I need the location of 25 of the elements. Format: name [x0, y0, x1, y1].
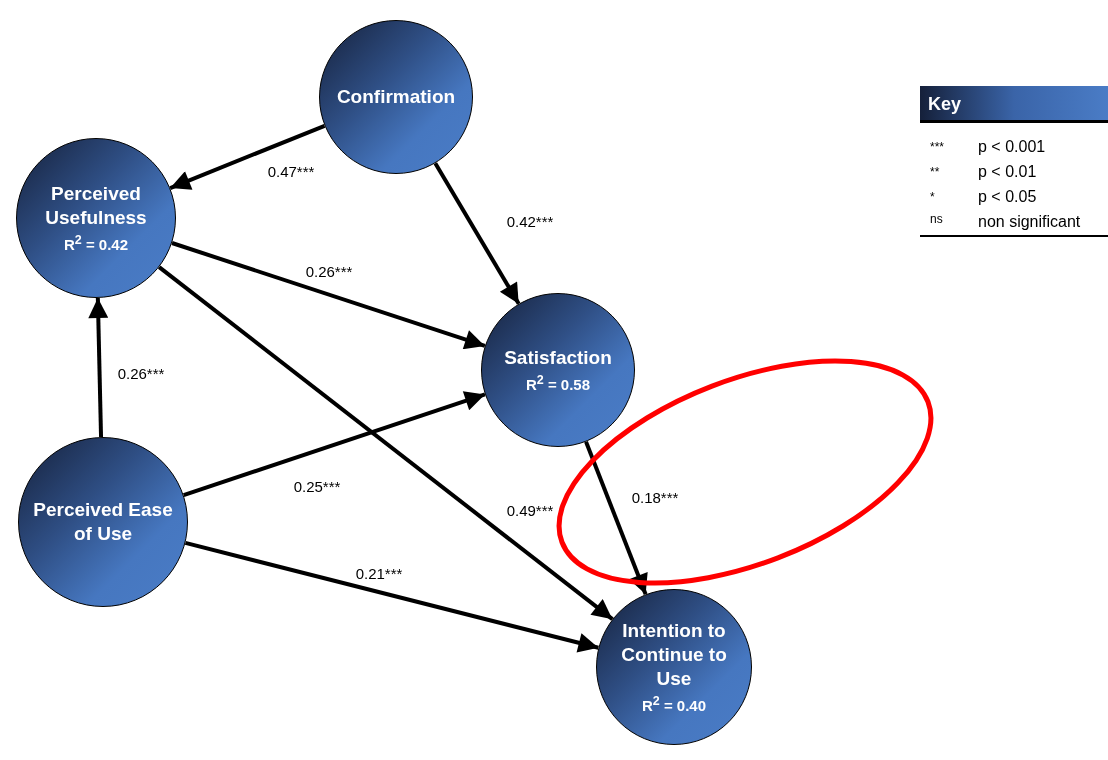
significance-level: p < 0.05 [978, 188, 1037, 206]
significance-level: non significant [978, 213, 1081, 231]
significance-symbol: ** [930, 165, 940, 179]
arrow [184, 541, 599, 653]
r-squared-value: R$^{2}$ = 0.40 [640, 692, 708, 716]
significance-symbol: *** [930, 140, 944, 154]
construct-name: Perceived Ease of Use [32, 498, 174, 546]
arrow [584, 441, 648, 596]
significance-symbol: ns [930, 212, 943, 226]
significance-level: p < 0.001 [978, 138, 1046, 156]
arrow [183, 391, 486, 497]
construct-name: Satisfaction [503, 345, 613, 370]
significance-level: p < 0.01 [978, 163, 1037, 181]
key-header: Key [920, 86, 1108, 123]
construct-name: Intention to Continue to Use [620, 618, 728, 691]
construct-name: Perceived Usefulness [44, 181, 148, 230]
arrow [433, 162, 521, 305]
arrow [169, 123, 326, 190]
arrow [88, 297, 109, 438]
arrow [157, 265, 614, 621]
r-squared-value: R$^{2}$ = 0.58 [524, 371, 592, 395]
arrow [171, 241, 486, 350]
construct-name: Confirmation [335, 85, 457, 109]
significance-symbol: * [930, 190, 935, 204]
r-squared-value: R$^{2}$ = 0.42 [62, 231, 130, 255]
